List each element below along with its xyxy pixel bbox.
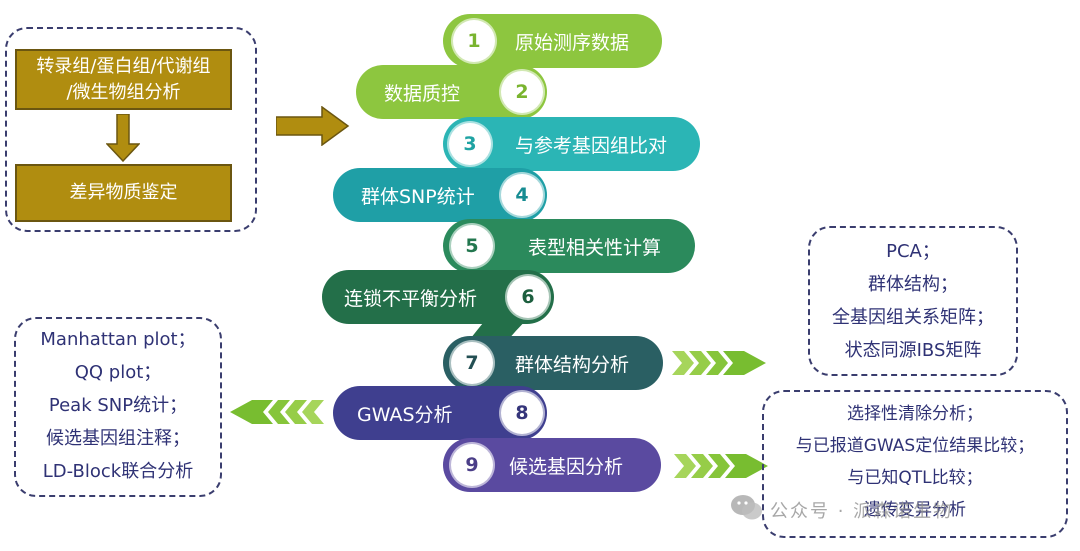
step-1-label: 原始测序数据 (515, 31, 630, 54)
step-2-number: 2 (501, 71, 543, 113)
omics-panel (5, 27, 257, 232)
list-item: 与已报道GWAS定位结果比较； (795, 436, 1035, 456)
candidate-results-box (762, 390, 1068, 538)
step-7-number: 7 (451, 342, 493, 384)
list-item: 群体结构； (868, 274, 958, 295)
list-item: 全基因组关系矩阵； (832, 307, 994, 328)
list-item: PCA； (886, 241, 940, 262)
list-item: LD-Block联合分析 (42, 461, 194, 482)
right-arrow-icon (276, 106, 350, 146)
step-3-label: 与参考基因组比对 (515, 134, 668, 157)
list-item: 与已知QTL比较； (847, 468, 983, 488)
list-item: QQ plot； (74, 362, 162, 383)
pop-structure-results-list: PCA； 群体结构； 全基因组关系矩阵； 状态同源IBS矩阵 (808, 235, 1018, 367)
step-7-label: 群体结构分析 (515, 353, 630, 376)
watermark: 公众号 · 派森诺生物 (770, 501, 954, 522)
step-6-label: 连锁不平衡分析 (344, 287, 478, 310)
candidate-results-list: 选择性清除分析； 与已报道GWAS定位结果比较； 与已知QTL比较； 遗传变异分… (762, 398, 1068, 526)
step-2-label: 数据质控 (384, 82, 461, 105)
differential-substance-box: 差异物质鉴定 (15, 164, 232, 222)
step-4-number: 4 (501, 174, 543, 216)
list-item: 选择性清除分析； (847, 404, 983, 424)
gwas-results-box (14, 317, 222, 497)
step-3-number: 3 (449, 123, 491, 165)
list-item: Peak SNP统计； (48, 395, 188, 416)
pop-structure-results-box (808, 226, 1018, 376)
list-item: 状态同源IBS矩阵 (844, 340, 982, 361)
step-6-number: 6 (507, 276, 549, 318)
step-5-label: 表型相关性计算 (528, 236, 662, 259)
step-8-number: 8 (501, 392, 543, 434)
chevron-left-arrow-icon (230, 400, 324, 424)
wechat-icon (731, 495, 762, 520)
step-1-number: 1 (453, 20, 495, 62)
gwas-results-list: Manhattan plot； QQ plot； Peak SNP统计； 候选基… (14, 323, 222, 488)
step-4-label: 群体SNP统计 (361, 185, 475, 208)
chevron-right-arrow-icon (672, 351, 766, 375)
list-item: Manhattan plot； (40, 329, 196, 350)
step-8-label: GWAS分析 (357, 403, 453, 426)
list-item: 遗传变异分析 (864, 500, 966, 520)
chevron-right-arrow-2-icon (674, 454, 768, 478)
step-9-number: 9 (451, 444, 493, 486)
list-item: 候选基因组注释； (46, 428, 190, 449)
omics-analysis-box: 转录组/蛋白组/代谢组 /微生物组分析 (15, 49, 232, 110)
down-arrow-icon (106, 114, 140, 162)
step-5-number: 5 (451, 225, 493, 267)
step-9-label: 候选基因分析 (509, 455, 624, 478)
